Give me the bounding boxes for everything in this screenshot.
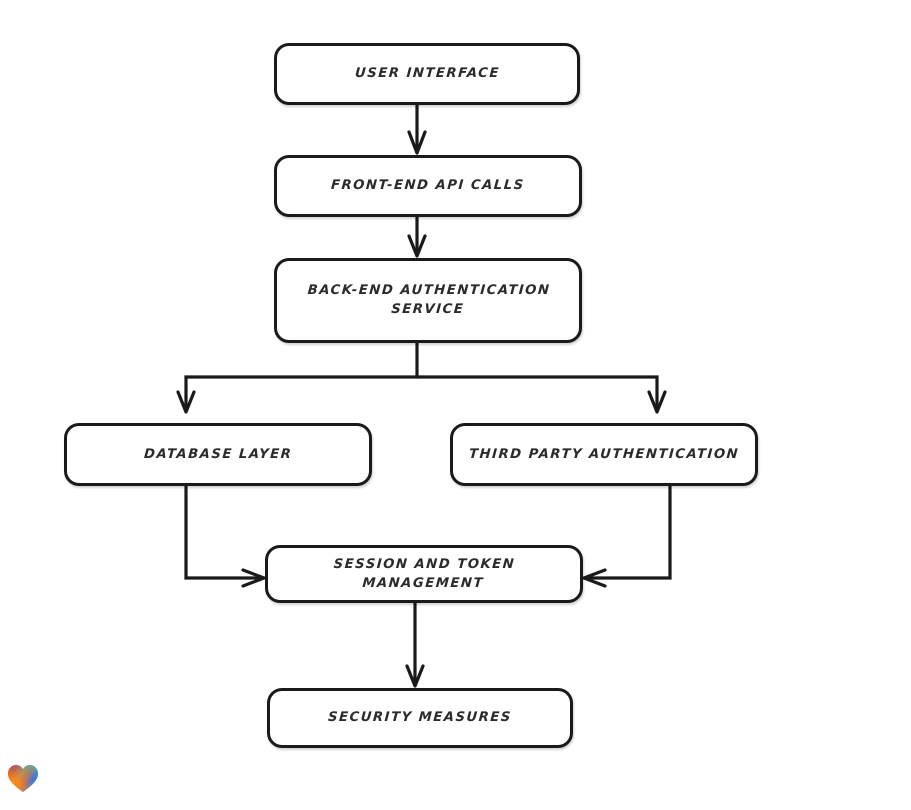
node-security-measures[interactable]: Security Measures [267, 688, 573, 748]
node-frontend-api-calls[interactable]: Front-End API Calls [274, 155, 582, 217]
node-security-measures-label: Security Measures [327, 710, 513, 726]
node-database-layer[interactable]: Database Layer [64, 423, 372, 486]
edge-ui-to-frontend [407, 105, 427, 155]
node-database-layer-label: Database Layer [143, 446, 293, 462]
node-session-and-token-management[interactable]: Session and Token Management [265, 545, 583, 603]
edge-backend-split-bus [176, 343, 667, 414]
node-user-interface-label: User Interface [354, 66, 500, 82]
node-third-party-authentication[interactable]: Third Party Authentication [450, 423, 758, 486]
edge-thirdparty-to-session [582, 486, 672, 588]
heart-icon [8, 765, 38, 792]
node-frontend-api-calls-label: Front-End API Calls [330, 178, 526, 194]
edge-session-to-security [405, 603, 425, 688]
node-backend-authentication-service-label: Back-End Authentication Service [306, 283, 551, 318]
node-third-party-authentication-label: Third Party Authentication [468, 446, 740, 462]
node-session-and-token-management-label: Session and Token Management [333, 556, 516, 591]
node-user-interface[interactable]: User Interface [274, 43, 580, 105]
node-backend-authentication-service[interactable]: Back-End Authentication Service [274, 258, 582, 343]
edge-database-to-session [184, 486, 266, 588]
edge-frontend-to-backend [407, 217, 427, 258]
